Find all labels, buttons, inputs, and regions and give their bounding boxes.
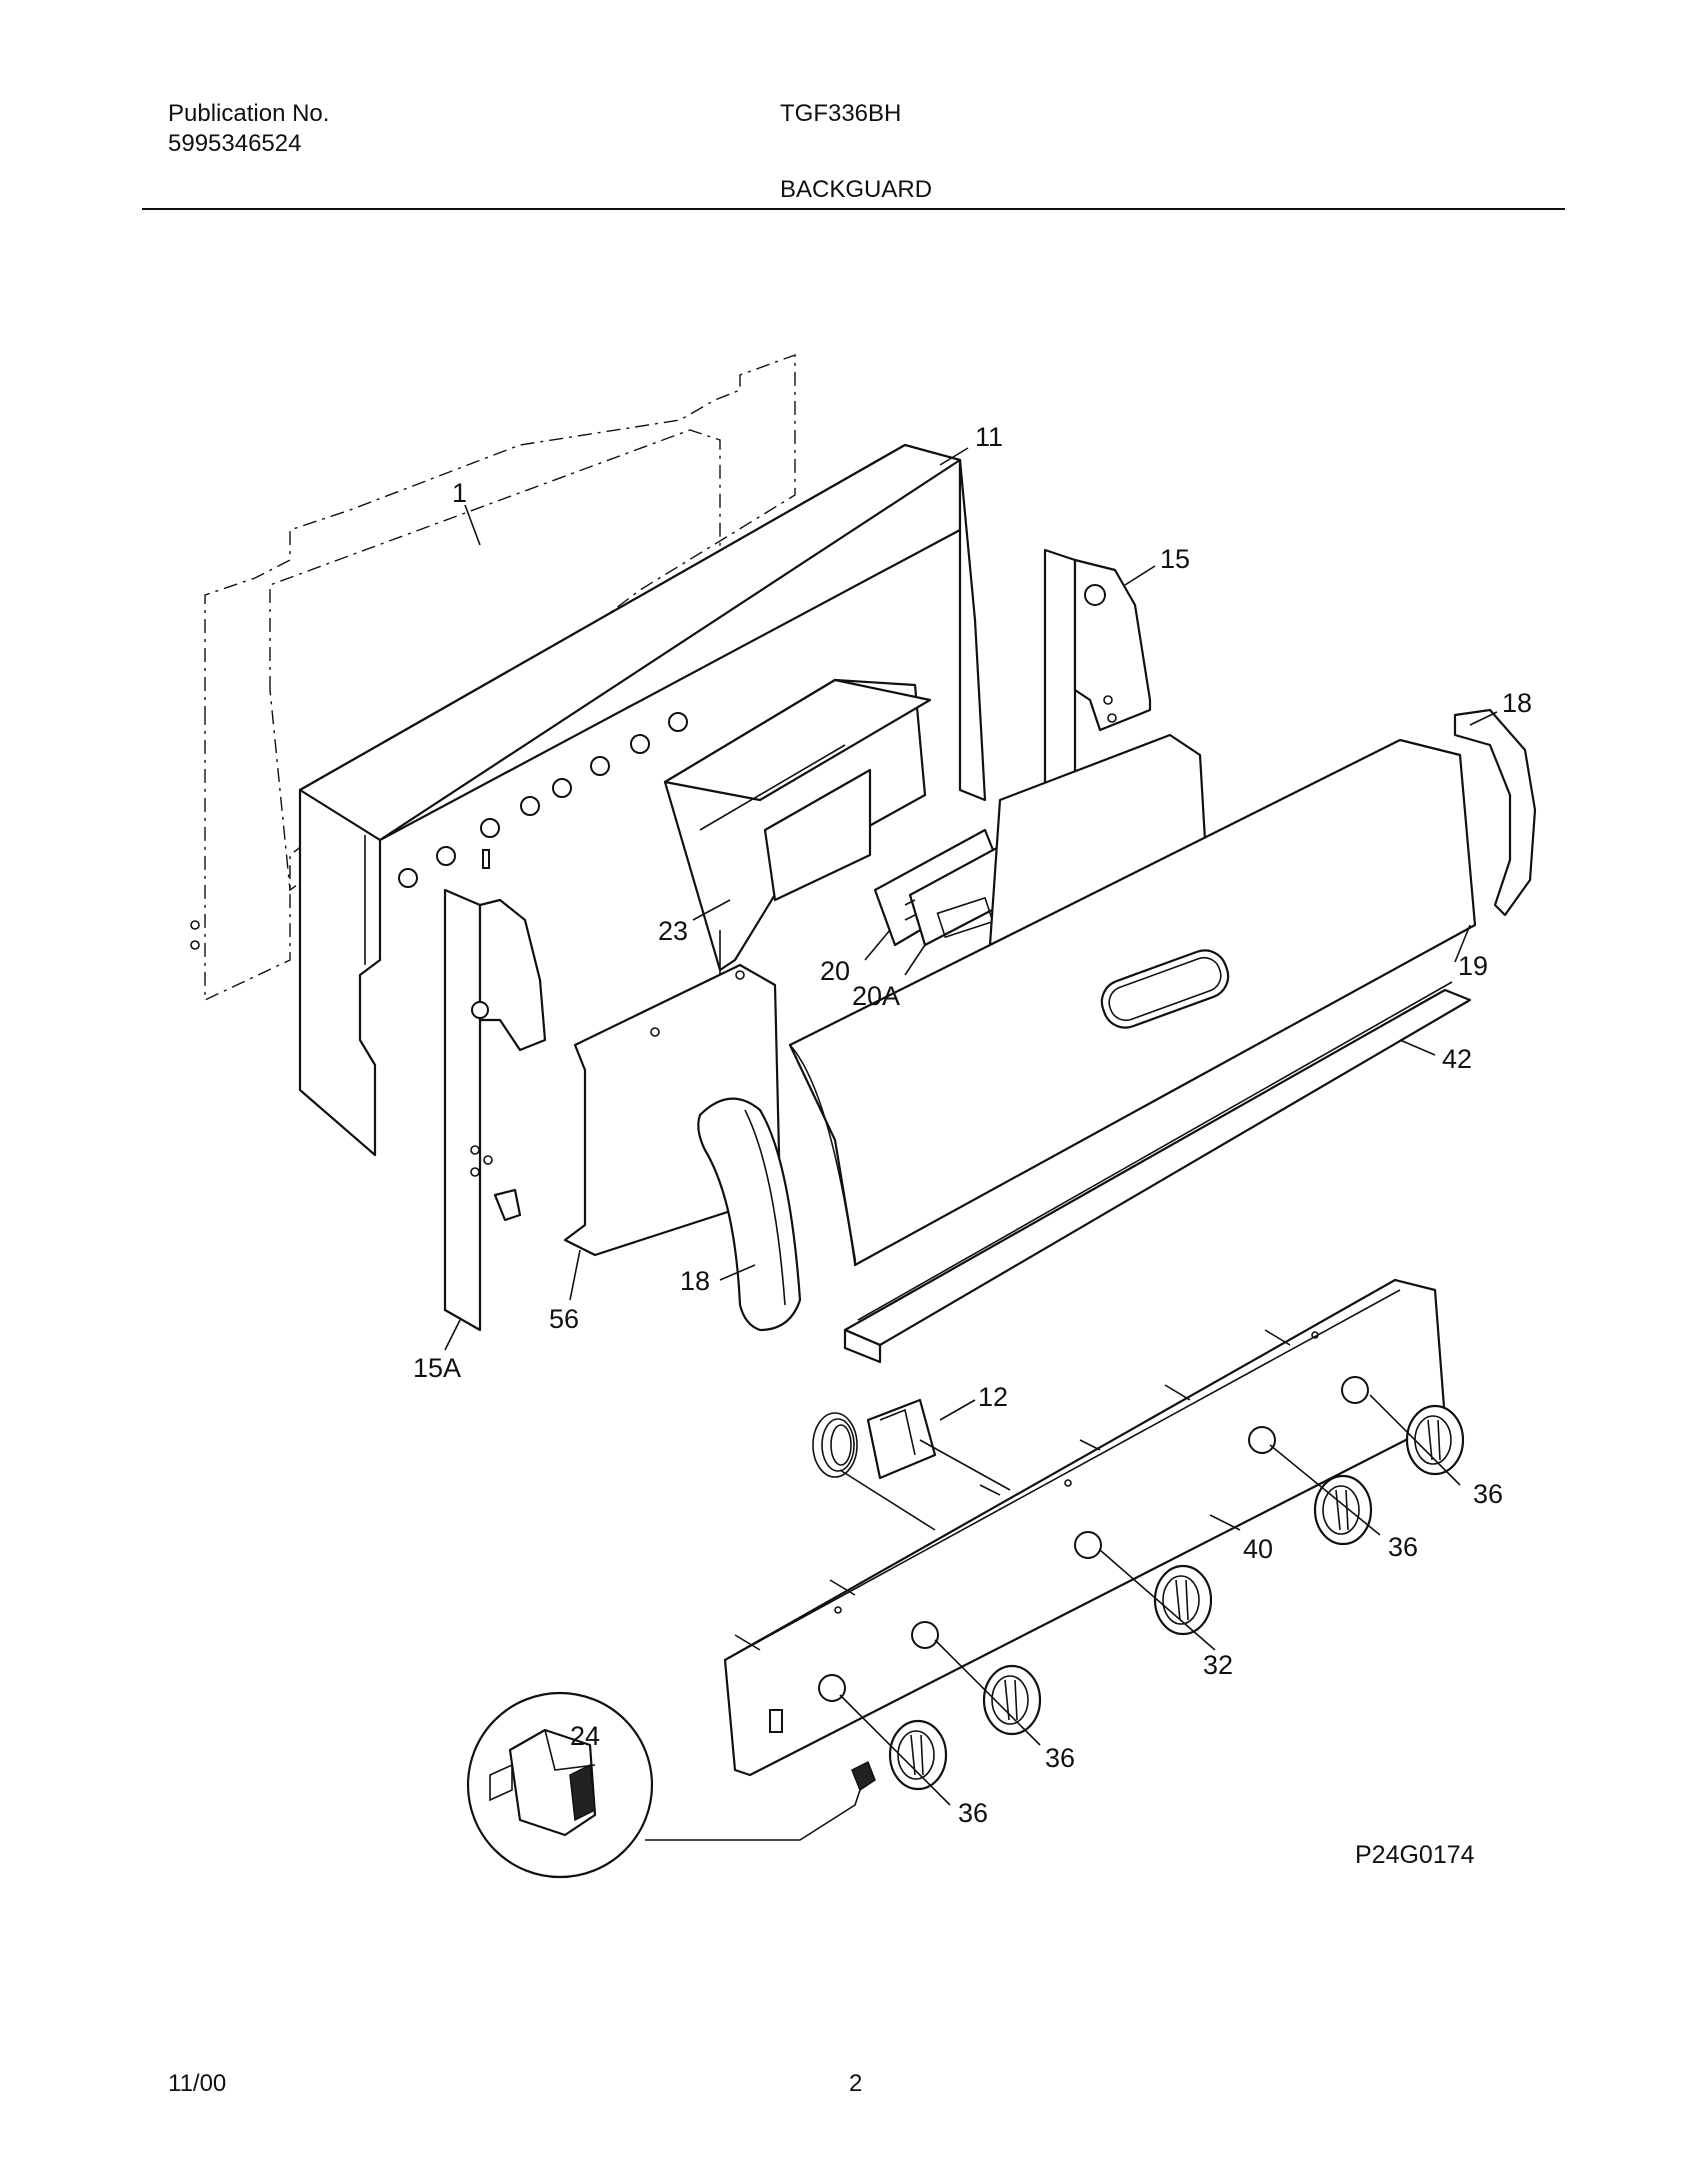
publication-label: Publication No. (168, 100, 330, 127)
callout-15: 15 (1160, 544, 1190, 574)
callout-labels: 1 11 15 18 23 20 20A 19 42 18 56 15A 12 … (413, 422, 1532, 1828)
callout-23: 23 (658, 916, 688, 946)
part-1-rear-cover (190, 354, 796, 1002)
callout-40: 40 (1243, 1534, 1273, 1564)
callout-20a: 20A (852, 981, 900, 1011)
knob-36-d (888, 1719, 948, 1791)
part-15a-left-bracket (443, 888, 547, 1332)
part-11-backguard-frame (298, 443, 987, 1157)
page-number: 2 (849, 2070, 863, 2097)
drawing-code: P24G0174 (1355, 1841, 1475, 1869)
callout-15a: 15A (413, 1353, 461, 1383)
part-23-clock-housing (663, 678, 932, 975)
callout-42: 42 (1442, 1044, 1472, 1074)
part-15-right-bracket (1043, 548, 1152, 842)
callout-20: 20 (820, 956, 850, 986)
callout-11: 11 (975, 422, 1003, 452)
callout-1: 1 (452, 478, 467, 508)
callout-36-a: 36 (1473, 1479, 1503, 1509)
callout-24: 24 (570, 1721, 600, 1751)
leader-lines (444, 447, 1498, 1806)
part-18-right-end-cap (1453, 708, 1537, 917)
part-19-main-panel (788, 738, 1477, 1267)
section-title: BACKGUARD (780, 176, 933, 203)
callout-56: 56 (549, 1304, 579, 1334)
callout-36-d: 36 (958, 1798, 988, 1828)
knob-32 (1153, 1564, 1213, 1636)
footer-date: 11/00 (168, 2070, 227, 2097)
part-42-trim-rail (843, 981, 1472, 1364)
callout-36-c: 36 (1045, 1743, 1075, 1773)
callout-18-left: 18 (680, 1266, 710, 1296)
callout-32: 32 (1203, 1650, 1233, 1680)
callout-12: 12 (978, 1382, 1008, 1412)
part-24-switch (466, 1691, 876, 1879)
part-40-control-panel (723, 1278, 1447, 1777)
callout-18-right: 18 (1502, 688, 1532, 718)
callout-19: 19 (1458, 951, 1488, 981)
part-18-left-end-cap (697, 1097, 802, 1332)
knob-36-a (1405, 1404, 1465, 1476)
publication-number: 5995346524 (168, 130, 302, 157)
model-number: TGF336BH (780, 100, 902, 127)
part-12-thermostat (812, 1398, 1011, 1531)
callout-36-b: 36 (1388, 1532, 1418, 1562)
knob-36-b (1313, 1474, 1373, 1546)
knob-36-c (982, 1664, 1042, 1736)
back-panel (988, 733, 1207, 947)
header-rule (142, 208, 1565, 210)
